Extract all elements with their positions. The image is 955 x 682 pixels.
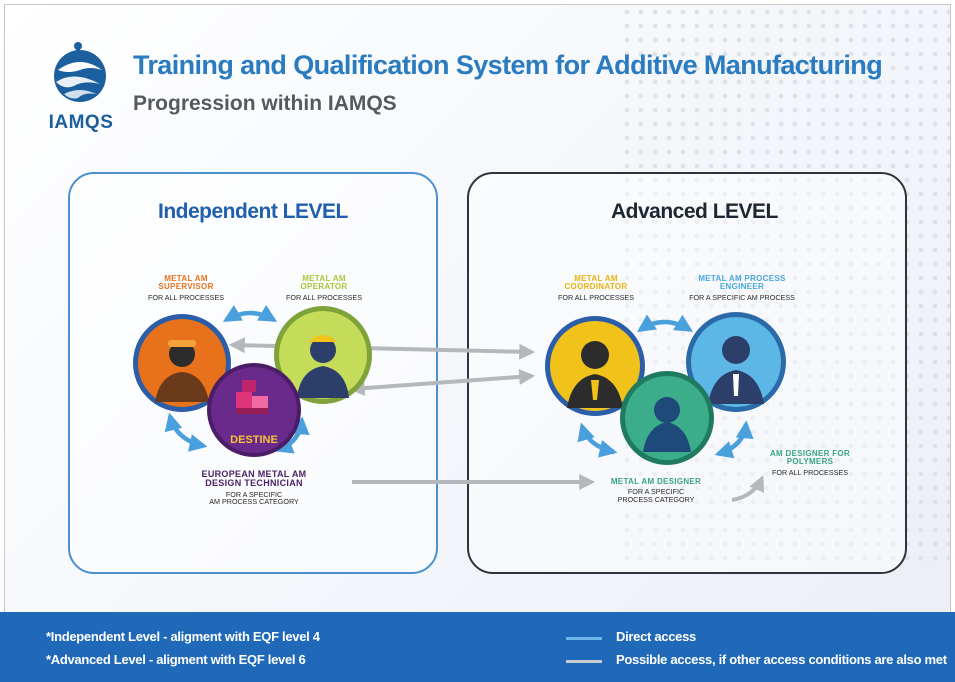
- process-engineer-title-line1: METAL AM PROCESS: [698, 274, 786, 283]
- coordinator-avatar: [545, 316, 645, 416]
- page-title: Training and Qualification System for Ad…: [133, 50, 883, 80]
- coordinator-title-line1: METAL AM: [574, 274, 618, 283]
- design-technician-label: EUROPEAN METAL AM DESIGN TECHNICIAN FOR …: [178, 469, 330, 507]
- iamqs-logo-icon: [54, 42, 106, 102]
- independent-level-heading: Independent LEVEL: [158, 200, 348, 223]
- direct-access-arrow: [222, 304, 278, 322]
- process-engineer-scope: FOR A SPECIFIC AM PROCESS: [689, 292, 795, 302]
- operator-title-line1: METAL AM: [302, 274, 346, 283]
- direct-access-arrow: [714, 420, 754, 459]
- coordinator-scope: FOR ALL PROCESSES: [557, 292, 635, 302]
- supervisor-label: METAL AM SUPERVISOR FOR ALL PROCESSES: [140, 274, 232, 302]
- designer-polymers-label: AM DESIGNER FOR POLYMERS FOR ALL PROCESS…: [758, 449, 862, 477]
- advanced-level-box: [467, 172, 907, 574]
- footnote-independent: *Independent Level - aligment with EQF l…: [46, 629, 320, 644]
- operator-title-line2: OPERATOR: [300, 282, 348, 292]
- supervisor-avatar: [133, 314, 231, 412]
- possible-access-arrow: [731, 475, 765, 502]
- supervisor-title-line1: METAL AM: [164, 274, 208, 283]
- design-technician-title-line2: DESIGN TECHNICIAN: [205, 478, 303, 489]
- logo-text: IAMQS: [48, 112, 114, 133]
- direct-access-arrow: [164, 412, 208, 452]
- design-technician-avatar: [207, 363, 301, 457]
- process-engineer-title-line2: ENGINEER: [719, 282, 765, 292]
- designer-polymers-title-line1: AM DESIGNER FOR: [769, 449, 851, 458]
- designer-title: METAL AM DESIGNER: [610, 477, 702, 486]
- direct-access-arrow: [577, 422, 618, 458]
- destine-badge: DESTINE: [230, 434, 278, 446]
- designer-scope-line2: PROCESS CATEGORY: [617, 494, 695, 504]
- footnote-advanced: *Advanced Level - aligment with EQF leve…: [46, 652, 306, 667]
- coordinator-title-line2: COORDINATOR: [564, 282, 628, 292]
- progression-diagram: DESTINE: [133, 304, 786, 502]
- legend-direct-label: Direct access: [616, 629, 696, 644]
- process-engineer-avatar: [686, 312, 786, 412]
- designer-avatar: [620, 371, 714, 465]
- supervisor-scope: FOR ALL PROCESSES: [147, 292, 225, 302]
- legend-direct-line: [566, 637, 602, 640]
- operator-avatar: [274, 306, 372, 404]
- design-technician-title-line1: EUROPEAN METAL AM: [201, 469, 307, 479]
- designer-polymers-title-line2: POLYMERS: [786, 457, 834, 467]
- process-engineer-label: METAL AM PROCESS ENGINEER FOR A SPECIFIC…: [678, 274, 806, 302]
- advanced-level-heading: Advanced LEVEL: [611, 200, 778, 223]
- design-technician-scope-line1: FOR A SPECIFIC: [225, 489, 283, 499]
- operator-scope: FOR ALL PROCESSES: [285, 292, 363, 302]
- design-technician-scope-line2: AM PROCESS CATEGORY: [209, 497, 299, 507]
- operator-label: METAL AM OPERATOR FOR ALL PROCESSES: [278, 274, 370, 302]
- coordinator-label: METAL AM COORDINATOR FOR ALL PROCESSES: [546, 274, 646, 302]
- possible-access-arrow: [348, 368, 536, 397]
- direct-access-arrow: [637, 314, 694, 332]
- page-subtitle: Progression within IAMQS: [133, 92, 397, 115]
- legend-possible-label: Possible access, if other access conditi…: [616, 652, 947, 667]
- supervisor-title-line2: SUPERVISOR: [158, 282, 214, 292]
- dot-pattern-background: [620, 5, 950, 565]
- footer-bar: *Independent Level - aligment with EQF l…: [0, 612, 955, 682]
- legend-possible-line: [566, 660, 602, 663]
- designer-polymers-scope: FOR ALL PROCESSES: [771, 467, 849, 477]
- designer-label: METAL AM DESIGNER FOR A SPECIFIC PROCESS…: [596, 477, 716, 504]
- direct-access-arrow: [274, 416, 310, 454]
- designer-scope-line1: FOR A SPECIFIC: [627, 487, 685, 497]
